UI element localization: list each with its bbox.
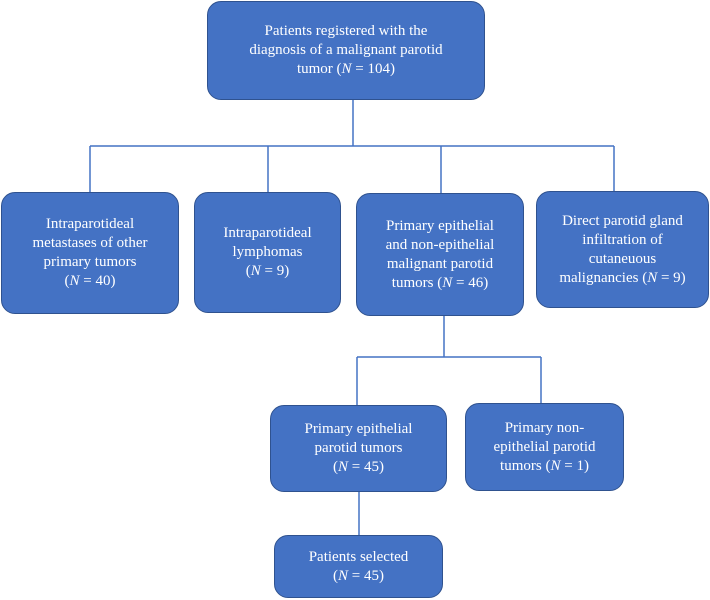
infiltration-node-line3: cutaneuous <box>588 250 657 267</box>
epithelial-node-n-symbol: N <box>338 459 349 475</box>
lymphomas-node-line3-prefix: ( <box>245 263 251 279</box>
primary-node-line3: malignant parotid <box>386 255 494 272</box>
primary-node-n-symbol: N <box>442 274 453 291</box>
lymphomas-node-line1: Intraparotideal <box>223 225 312 241</box>
root-node: Patients registered with the diagnosis o… <box>207 1 485 100</box>
epithelial-node-line3-prefix: ( <box>333 459 338 475</box>
infiltration-node-line1: Direct parotid gland <box>562 212 683 229</box>
infiltration-node-count: malignancies (N = 9) <box>559 269 685 288</box>
metastases-node-line2: metastases of other <box>32 235 148 251</box>
primary-node-line1: Primary epithelial <box>386 217 494 234</box>
non-epithelial-node: Primary non- epithelial parotid tumors (… <box>465 403 624 491</box>
non-epithelial-node-line3-prefix: tumors ( <box>500 457 551 474</box>
epithelial-node: Primary epithelial parotid tumors (N = 4… <box>270 405 447 492</box>
selected-node-line2-value: = 45) <box>348 567 384 584</box>
epithelial-node-line3-value: = 45) <box>348 459 384 475</box>
primary-node-line4-value: = 46) <box>452 274 489 291</box>
infiltration-node-line4-prefix: malignancies ( <box>559 269 648 286</box>
non-epithelial-node-count: tumors (N = 1) <box>493 457 595 476</box>
lymphomas-node-line2: lymphomas <box>232 244 303 260</box>
selected-node-line2-prefix: ( <box>333 567 338 584</box>
epithelial-node-count: (N = 45) <box>305 458 413 477</box>
root-node-line1: Patients registered with the <box>264 23 428 39</box>
root-node-line3-value: = 104) <box>351 61 396 77</box>
primary-node-line4-prefix: tumors ( <box>391 274 443 291</box>
metastases-node-line3: primary tumors <box>43 254 137 270</box>
root-node-count: tumor (N = 104) <box>249 60 442 79</box>
metastases-node-line4-value: = 40) <box>79 273 116 289</box>
selected-node: Patients selected (N = 45) <box>274 535 443 598</box>
selected-node-count: (N = 45) <box>309 567 409 586</box>
selected-node-n-symbol: N <box>338 567 349 584</box>
infiltration-node-line4-value: = 9) <box>657 269 686 286</box>
primary-node-count: tumors (N = 46) <box>386 274 495 293</box>
metastases-node-line1: Intraparotideal <box>45 216 135 232</box>
epithelial-node-line1: Primary epithelial <box>304 421 413 437</box>
root-node-line3-prefix: tumor ( <box>296 61 342 77</box>
non-epithelial-node-line3-value: = 1) <box>560 457 589 474</box>
metastases-node: Intraparotideal metastases of other prim… <box>1 192 179 314</box>
lymphomas-node: Intraparotideal lymphomas (N = 9) <box>194 192 341 313</box>
metastases-node-line4-prefix: ( <box>64 273 70 289</box>
metastases-node-n-symbol: N <box>69 273 80 289</box>
lymphomas-node-count: (N = 9) <box>223 262 311 281</box>
epithelial-node-line2: parotid tumors <box>314 440 403 456</box>
infiltration-node-n-symbol: N <box>647 269 658 286</box>
metastases-node-count: (N = 40) <box>33 272 148 291</box>
root-node-line2: diagnosis of a malignant parotid <box>249 42 443 58</box>
lymphomas-node-n-symbol: N <box>250 263 261 279</box>
non-epithelial-node-n-symbol: N <box>550 457 561 474</box>
infiltration-node: Direct parotid gland infiltration of cut… <box>536 191 709 308</box>
primary-node-line2: and non-epithelial <box>385 236 495 253</box>
non-epithelial-node-line2: epithelial parotid <box>493 438 596 455</box>
root-node-n-symbol: N <box>341 61 352 77</box>
lymphomas-node-line3-value: = 9) <box>260 263 290 279</box>
non-epithelial-node-line1: Primary non- <box>504 419 585 436</box>
selected-node-line1: Patients selected <box>308 548 409 565</box>
primary-node: Primary epithelial and non-epithelial ma… <box>356 193 524 316</box>
infiltration-node-line2: infiltration of <box>582 231 663 248</box>
